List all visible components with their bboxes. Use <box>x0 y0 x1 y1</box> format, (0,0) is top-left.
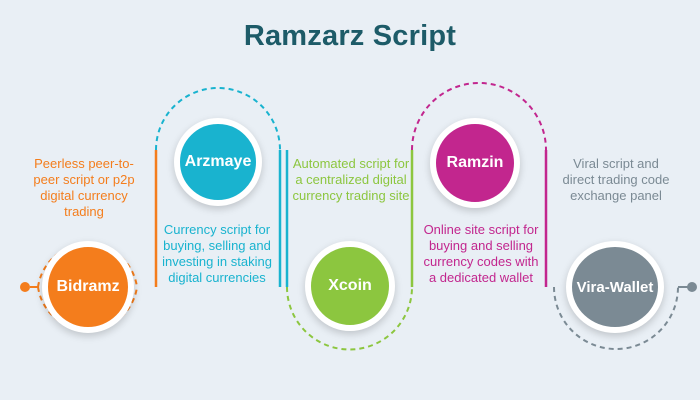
xcoin-description: Automated script for a centralized digit… <box>292 156 410 203</box>
connector-orange-arc-bottom <box>37 286 138 331</box>
arzmaye-node: Arzmaye <box>174 118 262 206</box>
bidramz-node: Bidramz <box>42 241 134 333</box>
bidramz-description: Peerless peer-to-peer script or p2p digi… <box>33 156 135 219</box>
arzmaye-description: Currency script for buying, selling and … <box>162 222 272 285</box>
connector-magenta-arc <box>411 82 547 151</box>
vira-wallet-description: Viral script and direct trading code exc… <box>562 156 670 203</box>
end-dot <box>687 282 697 292</box>
xcoin-node: Xcoin <box>305 241 395 331</box>
start-dot <box>20 282 30 292</box>
page-title: Ramzarz Script <box>243 20 457 52</box>
connector-cyan-arc <box>155 87 281 151</box>
connector-green-arc <box>286 286 413 351</box>
connector-gray-arc <box>553 286 679 350</box>
ramzin-description: Online site script for buying and sellin… <box>423 222 539 285</box>
ramzin-node: Ramzin <box>430 118 520 208</box>
vira-wallet-node: Vira-Wallet <box>566 241 664 333</box>
